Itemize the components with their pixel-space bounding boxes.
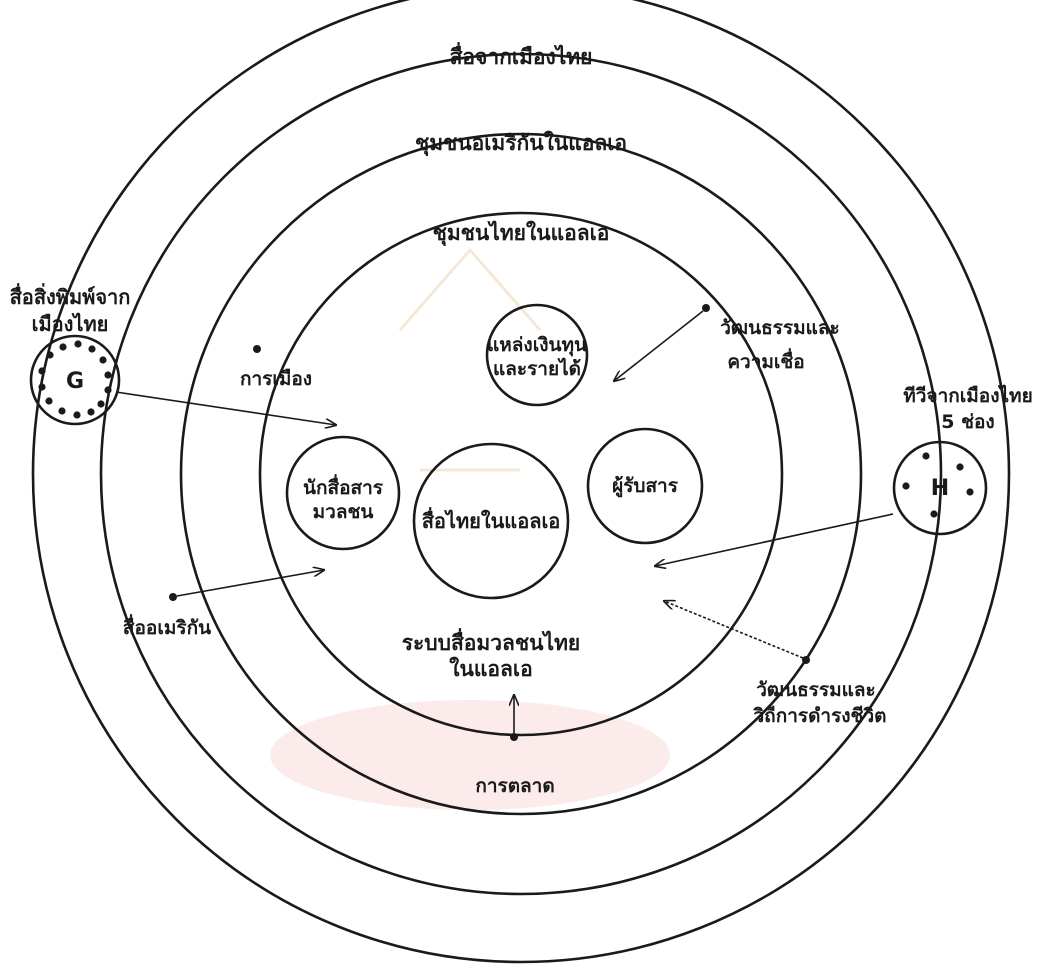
cluster-g-dot bbox=[45, 397, 53, 405]
arrow-culture-beliefs bbox=[614, 310, 704, 381]
american-media-dot bbox=[169, 593, 177, 601]
ring-thai-media bbox=[31, 0, 1011, 964]
watermark bbox=[270, 247, 670, 810]
ring-american-community bbox=[99, 52, 943, 896]
ring-label-third: ชุมชนไทยในแอลเอ bbox=[433, 220, 610, 247]
arrow-h-to-system bbox=[655, 513, 894, 566]
node-journalists-label-line2: มวลชน bbox=[313, 501, 374, 523]
cluster-g-letter: G bbox=[66, 369, 84, 394]
cluster-h-dot bbox=[902, 482, 910, 490]
cluster-h-dot bbox=[922, 452, 930, 460]
watermark-seal-shape bbox=[270, 700, 670, 810]
cluster-h-dot bbox=[956, 463, 964, 471]
node-funding-label-line2: และรายได้ bbox=[493, 357, 581, 380]
marketing-label: การตลาด bbox=[475, 775, 554, 797]
arrow-american-media bbox=[176, 570, 324, 597]
ring-thai-community bbox=[179, 132, 863, 816]
arrow-g-to-system bbox=[115, 391, 336, 425]
cluster-h-label-line2: 5 ช่อง bbox=[941, 411, 994, 433]
ring-label-outer: สื่อจากเมืองไทย bbox=[450, 41, 593, 69]
culture-lifestyle-dot bbox=[802, 656, 810, 664]
node-journalists-circle bbox=[285, 435, 401, 551]
cluster-g-label-line1: สื่อสิ่งพิมพ์จาก bbox=[10, 282, 131, 309]
node-journalists-label-line1: นักสื่อสาร bbox=[303, 474, 384, 499]
cluster-g-dot bbox=[59, 343, 67, 351]
cluster-g-dot bbox=[73, 411, 81, 419]
american-media-label: สื่ออเมริกัน bbox=[123, 614, 211, 639]
cluster-h: H bbox=[892, 440, 988, 536]
marketing-dot bbox=[510, 733, 518, 741]
cluster-g-dot bbox=[38, 367, 46, 375]
cluster-g-dot bbox=[87, 408, 95, 416]
cluster-g-dot bbox=[88, 345, 96, 353]
cluster-g-dot bbox=[104, 371, 112, 379]
node-center-circle bbox=[412, 442, 570, 600]
culture-beliefs-dot bbox=[702, 304, 710, 312]
cluster-h-dot bbox=[930, 510, 938, 518]
cluster-g-dots bbox=[38, 340, 112, 419]
node-audience-circle bbox=[586, 427, 704, 545]
cluster-g: G bbox=[29, 334, 121, 426]
culture-lifestyle-label-line1: วัฒนธรรมและ bbox=[756, 679, 875, 701]
culture-lifestyle-label-line2: วิถีการดำรงชีวิต bbox=[753, 705, 886, 727]
cluster-h-letter: H bbox=[931, 476, 949, 501]
cluster-h-dot bbox=[966, 488, 974, 496]
arrow-culture-lifestyle bbox=[664, 601, 804, 659]
cluster-g-dot bbox=[46, 351, 54, 359]
inner-caption-line2: ในแอลเอ bbox=[449, 656, 532, 681]
node-center-label: สื่อไทยในแอลเอ bbox=[422, 506, 561, 533]
cluster-g-dot bbox=[97, 400, 105, 408]
influence-dots bbox=[169, 304, 810, 741]
cluster-h-label-line1: ทีวีจากเมืองไทย bbox=[903, 384, 1032, 407]
rings bbox=[31, 0, 1011, 964]
inner-caption-line1: ระบบสื่อมวลชนไทย bbox=[402, 627, 580, 655]
cluster-g-dot bbox=[99, 356, 107, 364]
cluster-g-circle bbox=[29, 334, 121, 426]
node-funding-circle bbox=[485, 303, 589, 407]
cluster-g-dot bbox=[38, 383, 46, 391]
node-funding-label-line1: แหล่งเงินทุน bbox=[487, 334, 587, 357]
node-circles bbox=[285, 303, 704, 600]
cluster-g-dot bbox=[74, 340, 82, 348]
ring-media-system bbox=[258, 211, 784, 737]
culture-beliefs-label-line2: ความเชื่อ bbox=[727, 348, 804, 373]
arrows bbox=[115, 310, 894, 733]
watermark-figure bbox=[398, 247, 542, 472]
politics-dot bbox=[253, 345, 261, 353]
ring-label-second: ชุมชนอเมริกันในแอลเอ bbox=[415, 130, 627, 157]
cluster-g-dot bbox=[58, 407, 66, 415]
cluster-g-label-line2: เมืองไทย bbox=[32, 312, 109, 336]
politics-label: การเมือง bbox=[240, 368, 312, 390]
culture-beliefs-label-line1: วัฒนธรรมและ bbox=[720, 317, 839, 339]
cluster-g-dot bbox=[104, 386, 112, 394]
node-audience-label: ผู้รับสาร bbox=[612, 475, 679, 498]
cluster-h-dots bbox=[902, 452, 974, 518]
cluster-h-circle bbox=[892, 440, 988, 536]
